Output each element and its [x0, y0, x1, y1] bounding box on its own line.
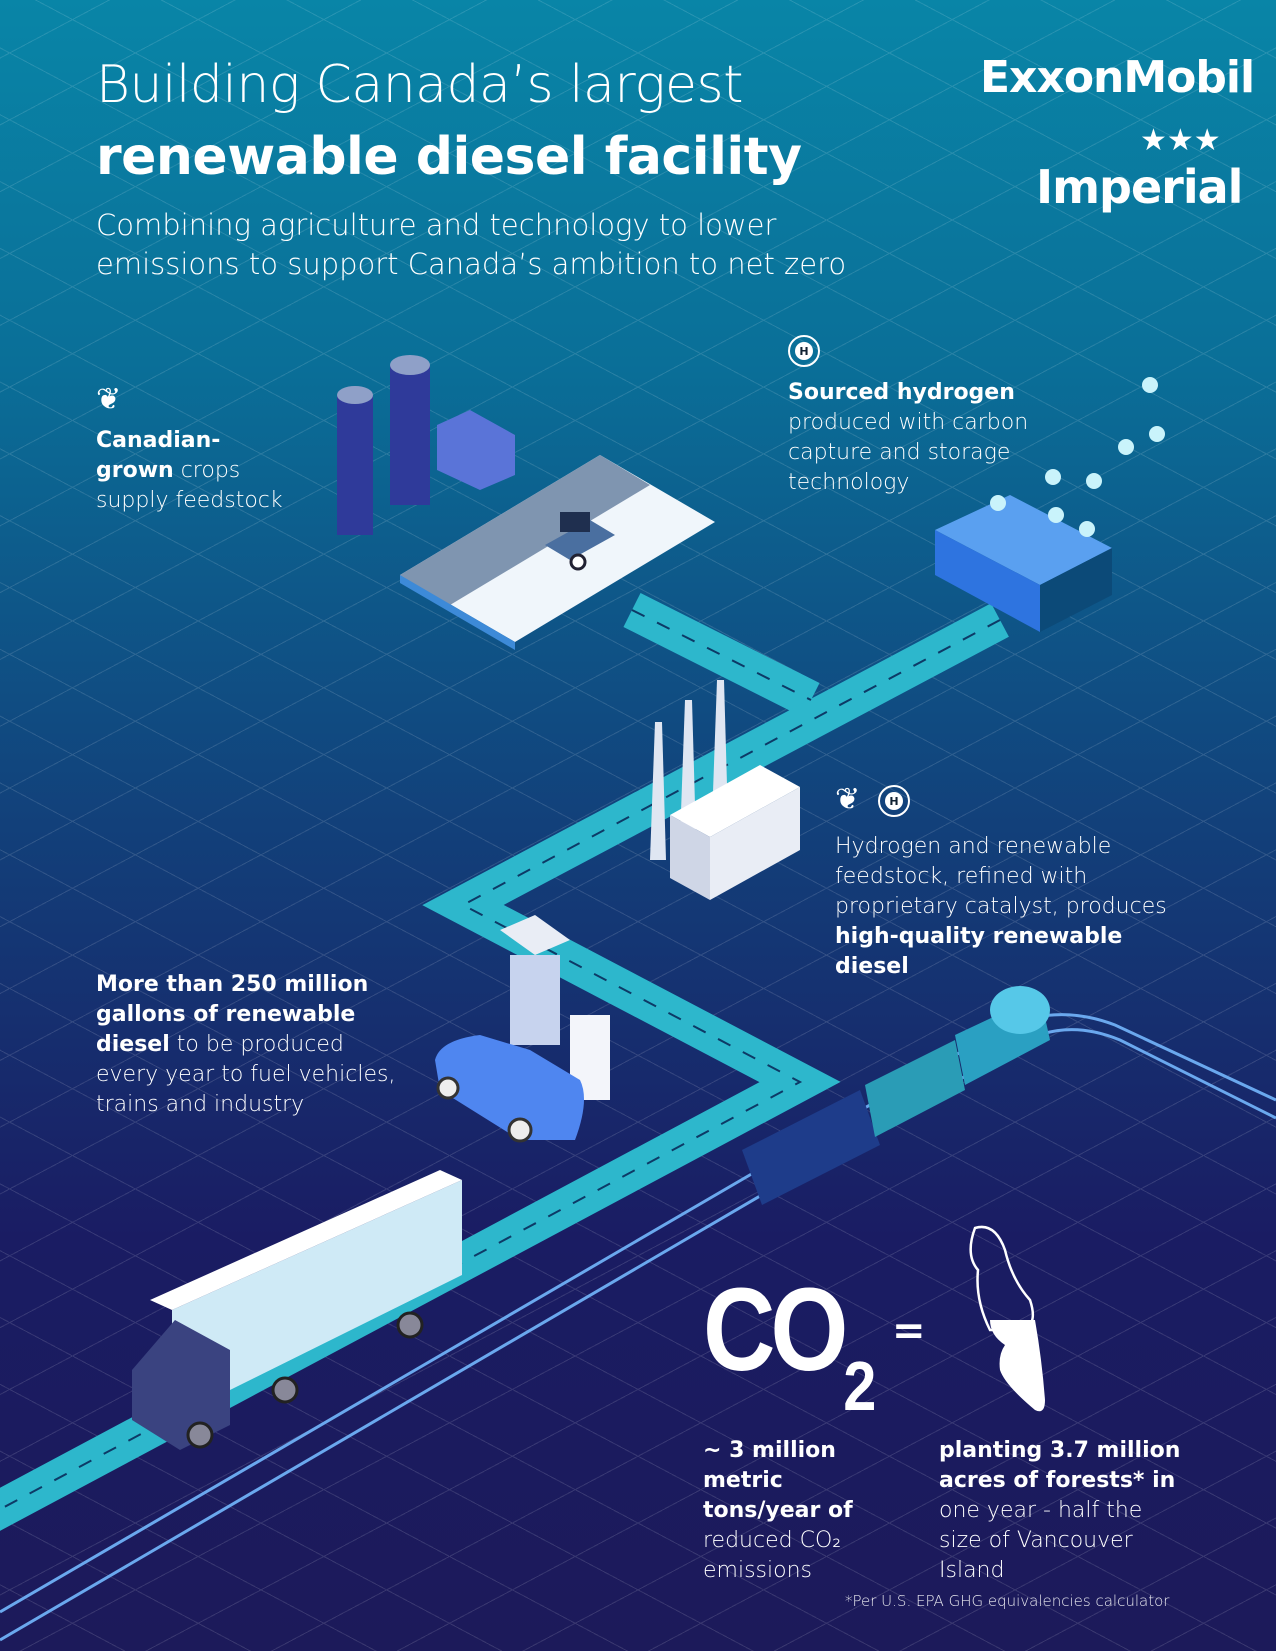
- maple-leaf-icon: ❦: [96, 382, 122, 417]
- callout-crops: Canadian-grown crops supply feedstock: [96, 426, 296, 516]
- hydrogen-bubbles: [990, 377, 1165, 537]
- callout-refinery: Hydrogen and renewable feedstock, refine…: [835, 832, 1180, 982]
- co2-text: reduced CO₂ emissions: [703, 1528, 842, 1583]
- callout-hydrogen: Sourced hydrogen produced with carbon ca…: [788, 378, 1108, 498]
- forest-text: one year - half the size of Vancouver Is…: [939, 1498, 1143, 1583]
- train-icon: [742, 986, 1050, 1205]
- refinery-icon: [650, 680, 800, 900]
- callout-hydrogen-bold: Sourced hydrogen: [788, 380, 1015, 405]
- co2-reduction-icon: CO2: [703, 1264, 877, 1425]
- imperial-logo: Imperial: [1036, 160, 1243, 214]
- page-title-line1: Building Canada’s largest: [96, 55, 744, 115]
- road-center-dashes: [0, 609, 1001, 1511]
- imperial-stars-icon: ★★★: [1140, 123, 1221, 158]
- hydrogen-atom-icon: H: [788, 335, 820, 367]
- footnote: *Per U.S. EPA GHG equivalencies calculat…: [845, 1592, 1170, 1610]
- page-subtitle: Combining agriculture and technology to …: [96, 208, 847, 281]
- callout-crops-bold: Canadian-grown: [96, 428, 221, 483]
- callout-crops-text: crops supply feedstock: [96, 458, 283, 513]
- callout-refinery-text: Hydrogen and renewable feedstock, refine…: [835, 834, 1167, 919]
- maple-leaf-icon: ❦: [835, 782, 861, 817]
- truck-icon: [132, 1170, 462, 1450]
- callout-refinery-bold: high-quality renewable diesel: [835, 924, 1123, 979]
- callout-volume-bold: More than 250 million gallons of renewab…: [96, 972, 369, 1057]
- fuel-station-icon: [500, 915, 610, 1100]
- vancouver-island-icon: [969, 1225, 1045, 1412]
- callout-hydrogen-text: produced with carbon capture and storage…: [788, 410, 1029, 495]
- page-title-line2: renewable diesel facility: [96, 127, 802, 187]
- forest-bold: planting 3.7 million acres of forests* i…: [939, 1438, 1181, 1493]
- forest-equivalence-text: planting 3.7 million acres of forests* i…: [939, 1436, 1189, 1586]
- equals-sign: =: [892, 1308, 926, 1354]
- co2-reduction-text: ~ 3 million metric tons/year of reduced …: [703, 1436, 903, 1586]
- callout-volume-text: to be produced every year to fuel vehicl…: [96, 1032, 396, 1117]
- exxonmobil-logo: ExxonMobil: [980, 52, 1255, 103]
- car-icon: [435, 1035, 584, 1143]
- hydrogen-atom-icon: H: [878, 785, 910, 817]
- callout-volume: More than 250 million gallons of renewab…: [96, 970, 406, 1120]
- hydrogen-plant-icon: [935, 495, 1112, 632]
- combine-harvester-icon: [545, 512, 615, 571]
- grain-silos-icon: [337, 355, 515, 535]
- co2-bold: ~ 3 million metric tons/year of: [703, 1438, 853, 1523]
- island-filled-half: [990, 1320, 1045, 1412]
